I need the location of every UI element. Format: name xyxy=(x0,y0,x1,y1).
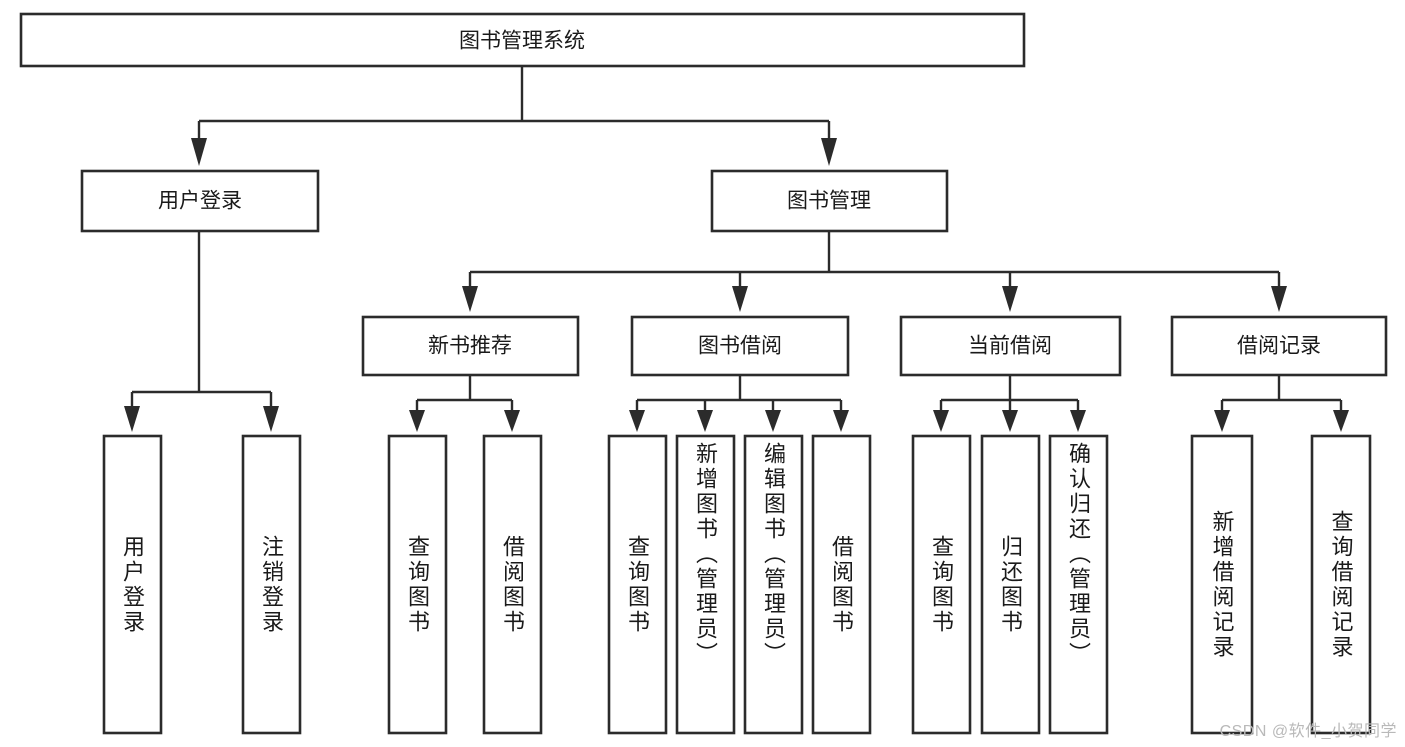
arrowhead-book-manage xyxy=(821,138,837,166)
node-root-label: 图书管理系统 xyxy=(459,30,585,53)
node-borrow-record[interactable]: 借阅记录 xyxy=(1170,315,1388,377)
arrowhead-leaf-query-record xyxy=(1333,410,1349,432)
connector-group-root xyxy=(191,66,837,166)
node-borrow-record-box[interactable] xyxy=(1170,315,1388,377)
connector-group-borrow-record-leaves xyxy=(1214,376,1349,432)
node-leaf-edit-book-box[interactable] xyxy=(743,434,804,735)
arrowhead-user-login xyxy=(191,138,207,166)
node-current-borrow[interactable]: 当前借阅 xyxy=(899,315,1122,377)
node-leaf-query-record[interactable] xyxy=(1310,434,1372,735)
node-current-borrow-label: 当前借阅 xyxy=(968,335,1052,358)
node-new-book-recommend-box[interactable] xyxy=(361,315,580,377)
node-book-manage[interactable]: 图书管理 xyxy=(710,169,949,233)
node-user-login[interactable]: 用户登录 xyxy=(80,169,320,233)
node-root-box[interactable] xyxy=(19,12,1026,68)
node-leaf-borrow-book-1-box[interactable] xyxy=(482,434,543,735)
connector-group-current-borrow-leaves xyxy=(933,376,1086,432)
node-leaf-query-book-2[interactable] xyxy=(607,434,668,735)
node-leaf-confirm-return[interactable] xyxy=(1048,434,1109,735)
node-new-book-recommend-label: 新书推荐 xyxy=(428,335,512,358)
arrowhead-leaf-borrow-book-2 xyxy=(833,410,849,432)
arrowhead-leaf-borrow-book-1 xyxy=(504,410,520,432)
arrowhead-leaf-return-book xyxy=(1002,410,1018,432)
connector-group-user-login-leaves xyxy=(124,232,279,432)
node-book-manage-box[interactable] xyxy=(710,169,949,233)
node-book-borrow-label: 图书借阅 xyxy=(698,335,782,358)
node-leaf-return-book-box[interactable] xyxy=(980,434,1041,735)
arrowhead-current-borrow xyxy=(1002,286,1018,312)
node-leaf-user-logout-box[interactable] xyxy=(241,434,302,735)
node-new-book-recommend[interactable]: 新书推荐 xyxy=(361,315,580,377)
arrowhead-new-book-recommend xyxy=(462,286,478,312)
arrowhead-leaf-edit-book xyxy=(765,410,781,432)
node-user-login-label: 用户登录 xyxy=(158,190,242,213)
node-leaf-query-book-3-box[interactable] xyxy=(911,434,972,735)
node-leaf-user-logout[interactable] xyxy=(241,434,302,735)
arrowhead-leaf-user-logout xyxy=(263,406,279,432)
arrowhead-leaf-user-login xyxy=(124,406,140,432)
node-leaf-query-book-1[interactable] xyxy=(387,434,448,735)
node-leaf-add-book-box[interactable] xyxy=(675,434,736,735)
arrowhead-leaf-add-book xyxy=(697,410,713,432)
node-root[interactable]: 图书管理系统 xyxy=(19,12,1026,68)
arrowhead-leaf-add-record xyxy=(1214,410,1230,432)
csdn-watermark: CSDN @软件_小贺同学 xyxy=(1219,723,1397,740)
node-leaf-query-record-box[interactable] xyxy=(1310,434,1372,735)
node-book-borrow-box[interactable] xyxy=(630,315,850,377)
node-leaf-confirm-return-box[interactable] xyxy=(1048,434,1109,735)
node-book-borrow[interactable]: 图书借阅 xyxy=(630,315,850,377)
node-leaf-user-login-box[interactable] xyxy=(102,434,163,735)
node-user-login-box[interactable] xyxy=(80,169,320,233)
node-leaf-borrow-book-2[interactable] xyxy=(811,434,872,735)
connector-group-book-borrow-leaves xyxy=(629,376,849,432)
node-leaf-query-book-3[interactable] xyxy=(911,434,972,735)
node-leaf-add-record-box[interactable] xyxy=(1190,434,1254,735)
node-leaf-user-login[interactable] xyxy=(102,434,163,735)
connector-group-new-book-recommend-leaves xyxy=(409,376,520,432)
arrowhead-leaf-query-book-2 xyxy=(629,410,645,432)
arrowhead-leaf-query-book-3 xyxy=(933,410,949,432)
node-leaf-add-book[interactable] xyxy=(675,434,736,735)
node-leaf-edit-book[interactable] xyxy=(743,434,804,735)
arrowhead-leaf-query-book-1 xyxy=(409,410,425,432)
connector-group-book-manage xyxy=(462,232,1287,312)
node-leaf-borrow-book-2-box[interactable] xyxy=(811,434,872,735)
node-book-manage-label: 图书管理 xyxy=(787,190,871,213)
node-leaf-borrow-book-1[interactable] xyxy=(482,434,543,735)
arrowhead-borrow-record xyxy=(1271,286,1287,312)
node-borrow-record-label: 借阅记录 xyxy=(1237,335,1321,358)
node-current-borrow-box[interactable] xyxy=(899,315,1122,377)
node-leaf-query-book-2-box[interactable] xyxy=(607,434,668,735)
node-leaf-add-record[interactable] xyxy=(1190,434,1254,735)
arrowhead-leaf-confirm-return xyxy=(1070,410,1086,432)
node-leaf-return-book[interactable] xyxy=(980,434,1041,735)
node-leaf-query-book-1-box[interactable] xyxy=(387,434,448,735)
arrowhead-book-borrow xyxy=(732,286,748,312)
